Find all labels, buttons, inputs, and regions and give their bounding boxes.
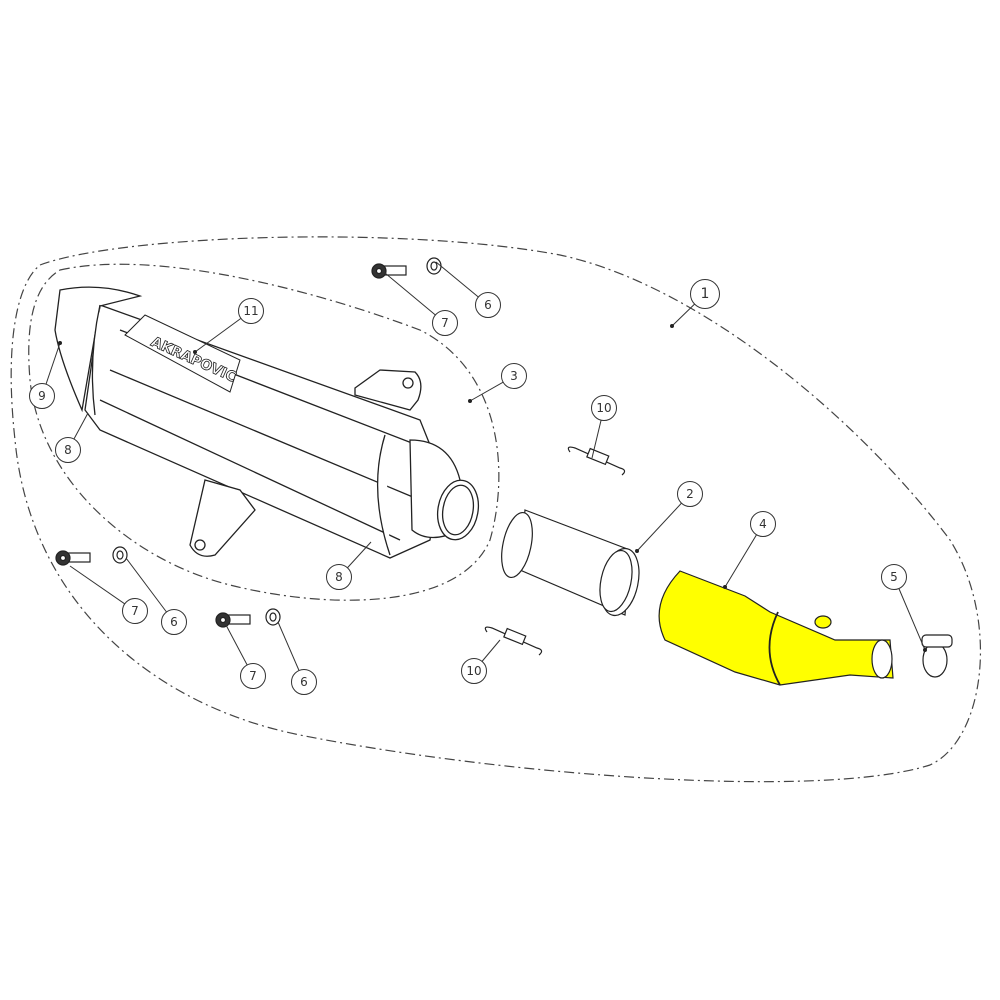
callout-1[interactable]: 1 (690, 279, 720, 309)
muffler: AKRAPOVIC (54, 286, 480, 559)
sleeve (501, 509, 640, 617)
callout-11[interactable]: 11 (238, 298, 264, 324)
washer-bottom (265, 608, 281, 626)
spring-upper (567, 446, 626, 476)
callout-7-bottom[interactable]: 7 (240, 663, 266, 689)
spring-lower (484, 626, 543, 656)
callout-9[interactable]: 9 (29, 383, 55, 409)
callout-5[interactable]: 5 (881, 564, 907, 590)
outer-assembly-boundary (10, 236, 982, 783)
bolt-bottom (215, 612, 251, 628)
callout-6-left[interactable]: 6 (161, 609, 187, 635)
link-pipe (658, 570, 894, 686)
callout-6-bottom[interactable]: 6 (291, 669, 317, 695)
callout-8-right[interactable]: 8 (326, 564, 352, 590)
washer-top (426, 257, 442, 275)
washer-left (112, 546, 128, 564)
clamp (921, 634, 953, 678)
bolt-left (55, 550, 91, 566)
callout-4[interactable]: 4 (750, 511, 776, 537)
callout-2[interactable]: 2 (677, 481, 703, 507)
callout-7-left[interactable]: 7 (122, 598, 148, 624)
callout-3[interactable]: 3 (501, 363, 527, 389)
callout-7-top[interactable]: 7 (432, 310, 458, 336)
callout-10-upper[interactable]: 10 (591, 395, 617, 421)
bolt-top (371, 263, 407, 279)
callout-8-left[interactable]: 8 (55, 437, 81, 463)
callout-6-top[interactable]: 6 (475, 292, 501, 318)
callout-10-lower[interactable]: 10 (461, 658, 487, 684)
